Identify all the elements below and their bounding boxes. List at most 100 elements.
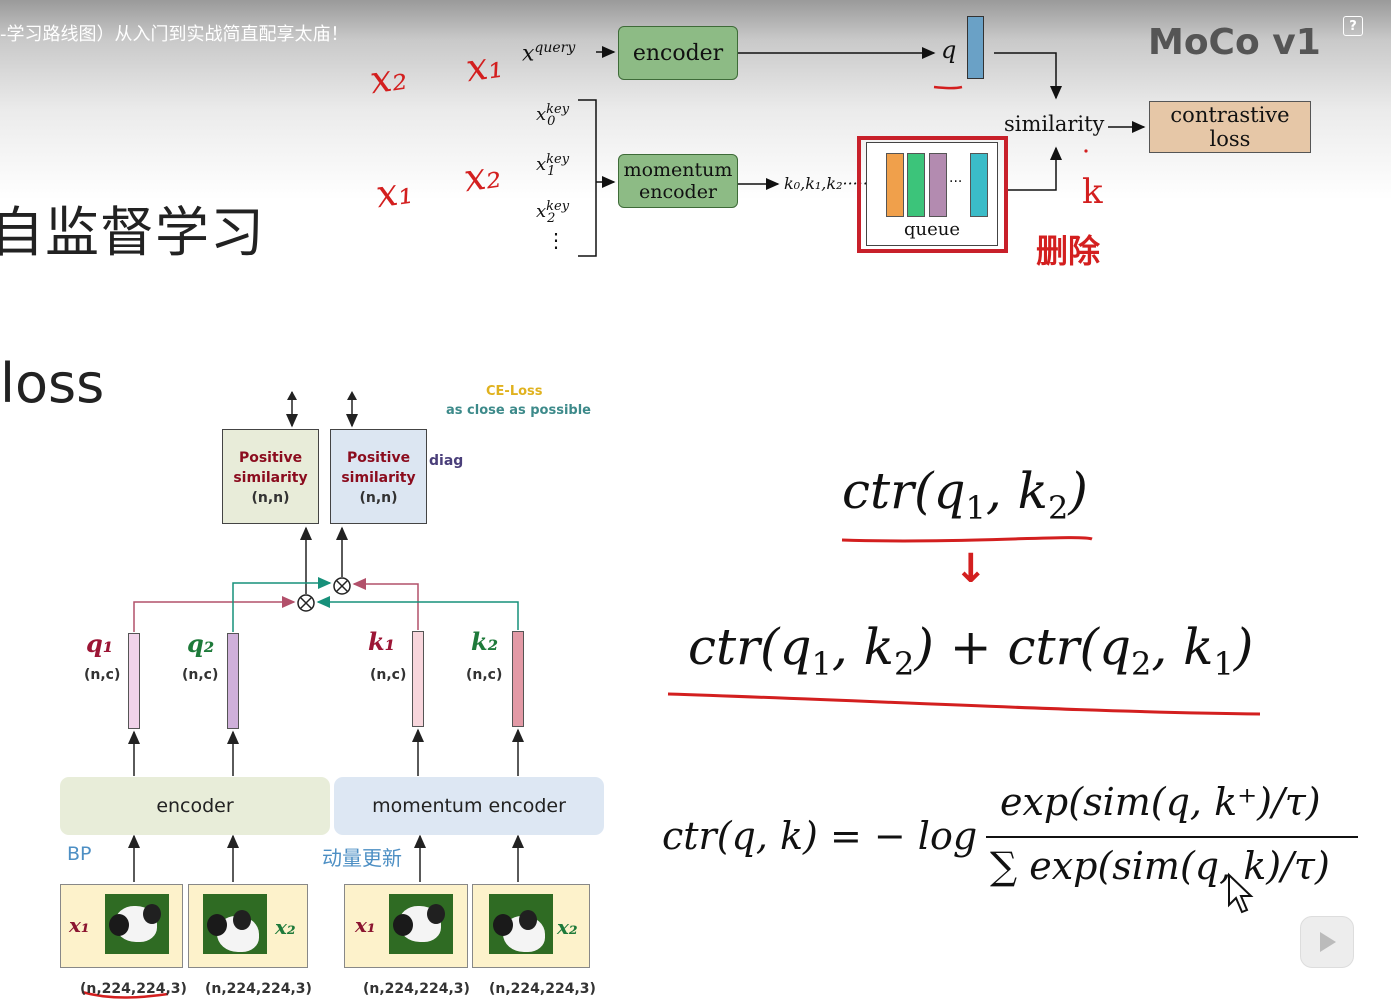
input-3-label: x₁ <box>355 913 376 937</box>
box2-line2: similarity <box>341 469 416 486</box>
play-button[interactable] <box>1300 916 1354 968</box>
dog-photo-2 <box>203 894 267 954</box>
key-x0-sup: key <box>546 102 570 117</box>
similarity-label: similarity <box>1004 112 1105 136</box>
k1-vector <box>412 631 424 727</box>
momentum-encoder-block: momentum encoder <box>334 777 604 835</box>
dog-photo-4 <box>489 894 553 954</box>
key-x1-sub: 1 <box>547 163 556 179</box>
bp-label: BP <box>67 843 92 865</box>
sym-part2: , k <box>831 618 894 676</box>
k2-label: k₂ <box>471 627 499 656</box>
formula-single-a: ctr(q <box>842 462 966 520</box>
hand-annotation-x1-bottom: x₁ <box>373 167 416 217</box>
q2-vector <box>227 633 239 729</box>
query-encoder-box: encoder <box>618 26 738 80</box>
play-icon <box>1320 932 1336 952</box>
key-x1-base: x <box>536 154 547 175</box>
q-label: q <box>941 36 957 64</box>
box2-line1: Positive <box>346 449 411 466</box>
video-title: -学习路线图）从入门到实战简直配享太庙！ <box>0 24 349 45</box>
q1-vector <box>128 633 140 729</box>
input-3-shape: (n,224,224,3) <box>363 981 470 997</box>
input-1-shape: (n,224,224,3) <box>80 981 187 997</box>
box2-line3: (n,n) <box>359 489 398 506</box>
queue-item-4 <box>970 153 988 217</box>
sym-part1: ctr(q <box>688 618 812 676</box>
moco-title: MoCo v1 <box>1148 22 1321 63</box>
input-image-2: x₂ <box>188 884 308 968</box>
momentum-encoder-line2: encoder <box>638 181 718 203</box>
formula-ctr-single: ctr(q1, k2) <box>842 462 1088 527</box>
key-x0-base: x <box>536 104 547 125</box>
input-4-shape: (n,224,224,3) <box>489 981 596 997</box>
k2-vector <box>512 631 524 727</box>
hand-annotation-k: k <box>1082 172 1103 212</box>
queue-highlight-frame <box>857 136 1008 253</box>
positive-similarity-box-1: Positive similarity (n,n) <box>222 429 319 524</box>
k1-shape: (n,c) <box>370 667 407 683</box>
formula-single-b: 1 <box>965 489 986 527</box>
queue-item-3 <box>929 153 947 217</box>
x-query-base: x <box>522 41 535 67</box>
key-x2-sub: 2 <box>547 210 556 226</box>
diag-label: diag <box>429 453 464 469</box>
sym-part4: , k <box>1151 618 1214 676</box>
sym-sub4: 1 <box>1213 645 1234 683</box>
queue-item-2 <box>907 153 925 217</box>
input-image-3: x₁ <box>344 884 468 968</box>
sym-sub1: 1 <box>811 645 832 683</box>
input-4-label: x₂ <box>557 915 578 939</box>
q1-shape: (n,c) <box>84 667 121 683</box>
x-query-sup: query <box>534 40 576 56</box>
sym-sub3: 2 <box>1131 645 1152 683</box>
sym-part5: ) <box>1233 618 1254 676</box>
key-x2-base: x <box>536 201 547 222</box>
q2-label: q₂ <box>187 629 215 658</box>
dog-photo-1 <box>105 894 169 954</box>
delete-annotation: 删除 <box>1036 232 1101 270</box>
x-query-label: xquery <box>522 40 575 66</box>
sym-part3: ) + ctr(q <box>914 618 1132 676</box>
contrastive-loss-box: contrastive loss <box>1149 101 1311 153</box>
formula-ctr-definition-denominator: ∑ exp(sim(q, k)/τ) <box>990 844 1330 888</box>
formula-arrow: ↓ <box>954 546 988 592</box>
ce-loss-title: CE-Loss <box>486 384 543 399</box>
sym-sub2: 2 <box>893 645 915 683</box>
hand-annotation-x2-top: x₂ <box>367 53 410 103</box>
hand-annotation-x2-bottom: x₂ <box>461 151 504 201</box>
queue-label: queue <box>904 219 961 240</box>
formula-ctr-definition-lhs: ctr(q, k) = − log <box>662 814 978 858</box>
formula-ctr-definition-numerator: exp(sim(q, k⁺)/τ) <box>1000 780 1321 824</box>
formula-ctr-symmetric: ctr(q1, k2) + ctr(q2, k1) <box>688 618 1253 683</box>
key-x1-sup: key <box>546 152 570 167</box>
key-x1: xkey1 <box>536 152 569 179</box>
help-button[interactable]: ? <box>1343 16 1363 36</box>
q2-shape: (n,c) <box>182 667 219 683</box>
formula-single-c: , k <box>985 462 1048 520</box>
k-sequence: k₀,k₁,k₂····· <box>784 174 868 193</box>
formula-fraction-bar <box>986 836 1358 838</box>
moco-diagram-lines <box>578 46 1146 257</box>
ce-loss-subtitle: as close as possible <box>446 403 591 418</box>
formula-single-d: 2 <box>1047 489 1069 527</box>
queue-item-1 <box>886 153 904 217</box>
key-x2: xkey2 <box>536 199 569 226</box>
input-image-1: x₁ <box>60 884 183 968</box>
input-2-shape: (n,224,224,3) <box>205 981 312 997</box>
box1-line3: (n,n) <box>251 489 290 506</box>
dog-photo-3 <box>389 894 453 954</box>
input-image-4: x₂ <box>472 884 590 968</box>
momentum-update-label: 动量更新 <box>322 846 402 870</box>
q1-label: q₁ <box>86 629 114 658</box>
input-1-label: x₁ <box>69 913 90 937</box>
formula-single-e: ) <box>1068 462 1088 520</box>
key-x0: xkey0 <box>536 102 569 129</box>
key-ellipsis: ⋮ <box>546 228 566 252</box>
input-2-label: x₂ <box>275 915 296 939</box>
encoder-block: encoder <box>60 777 330 835</box>
key-x2-sup: key <box>546 199 570 214</box>
mouse-cursor <box>1228 872 1254 914</box>
q-vector <box>967 16 984 79</box>
queue-dots: ··· <box>949 174 963 190</box>
